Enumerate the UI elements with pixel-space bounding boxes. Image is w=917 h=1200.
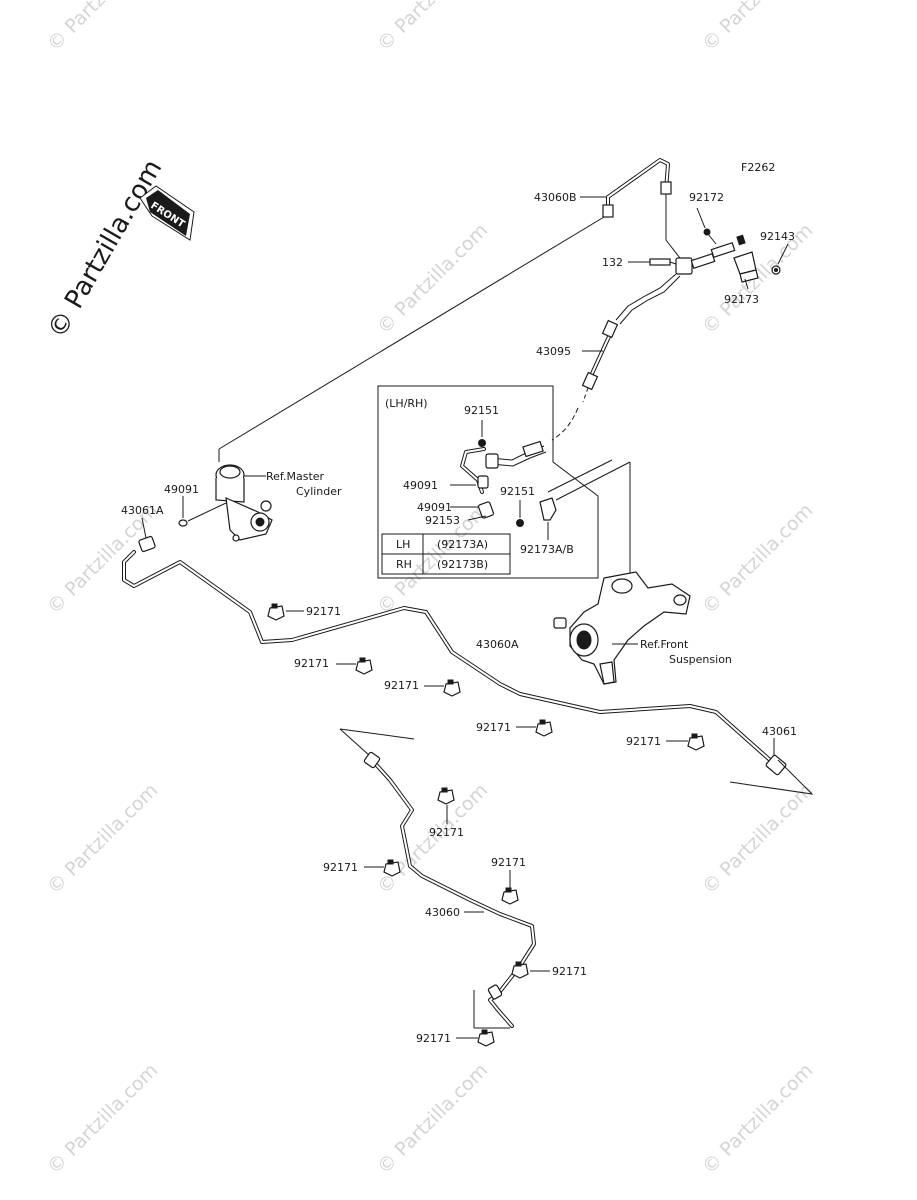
label-92171-j: 92171 [416, 1032, 451, 1045]
label-ref-master-2: Cylinder [296, 485, 342, 498]
clamp-icon [355, 657, 373, 675]
table-row-rh-side: RH [396, 558, 412, 571]
diagram-code: F2262 [741, 161, 775, 174]
watermark: © Partzilla.com [43, 499, 162, 618]
clamp-icon [437, 787, 455, 805]
pipe-fitting [660, 181, 672, 195]
label-92171-i: 92171 [552, 965, 587, 978]
fitting-43061 [765, 754, 787, 776]
label-ref-master-1: Ref.Master [266, 470, 325, 483]
label-92151-right: 92151 [500, 485, 535, 498]
label-92173: 92173 [724, 293, 759, 306]
watermark: © Partzilla.com [698, 499, 817, 618]
washer-49091 [178, 519, 188, 527]
watermark: © Partzilla.com [698, 1059, 817, 1178]
label-92171-g: 92171 [323, 861, 358, 874]
label-49091-inset-b: 49091 [417, 501, 452, 514]
clamp-icon [501, 887, 519, 905]
label-92153: 92153 [425, 514, 460, 527]
label-43061: 43061 [762, 725, 797, 738]
clamp-icon [267, 603, 285, 621]
front-suspension-knuckle [553, 571, 691, 685]
label-92171-b: 92171 [294, 657, 329, 670]
table-row-lh-side: LH [396, 538, 410, 551]
label-132: 132 [602, 256, 623, 269]
bolt-92172 [703, 228, 711, 236]
table-row-lh-part: (92173A) [437, 538, 488, 551]
brand-watermark: © Partzilla.com [42, 155, 168, 344]
inset-title: (LH/RH) [385, 397, 428, 410]
label-92171-e: 92171 [626, 735, 661, 748]
watermark: © Partzilla.com [698, 219, 817, 338]
bolt-92151 [478, 439, 486, 447]
label-92171-h: 92171 [491, 856, 526, 869]
watermark: © Partzilla.com [698, 779, 817, 898]
clamp-icon [443, 679, 461, 697]
clamp-icon [383, 859, 401, 877]
label-92173ab: 92173A/B [520, 543, 574, 556]
label-92171-a: 92171 [306, 605, 341, 618]
pipe-fitting [602, 204, 614, 218]
table-row-rh-part: (92173B) [437, 558, 488, 571]
clamp-icon [477, 1029, 495, 1047]
bracket-92173 [733, 251, 759, 283]
label-92151-top: 92151 [464, 404, 499, 417]
label-92172: 92172 [689, 191, 724, 204]
label-92171-c: 92171 [384, 679, 419, 692]
label-43095: 43095 [536, 345, 571, 358]
label-49091-left: 49091 [164, 483, 199, 496]
watermark: © Partzilla.com [43, 1059, 162, 1178]
label-92171-d: 92171 [476, 721, 511, 734]
fitting-43061a [138, 535, 156, 553]
clamp-icon [511, 961, 529, 979]
lh-rh-inset: (LH/RH) 92151 49091 92151 49091 92153 92… [377, 385, 599, 579]
label-43061a: 43061A [121, 504, 164, 517]
watermark: © Partzilla.com [43, 0, 162, 56]
watermark: © Partzilla.com [698, 0, 817, 56]
watermark: © Partzilla.com [43, 779, 162, 898]
watermark: © Partzilla.com [373, 0, 492, 56]
master-cylinder [215, 464, 273, 542]
label-92171-f: 92171 [429, 826, 464, 839]
front-arrow-icon: FRONT [139, 185, 195, 241]
label-43060: 43060 [425, 906, 460, 919]
bolt-92151b [516, 519, 524, 527]
label-ref-front-1: Ref.Front [640, 638, 689, 651]
label-49091-inset-a: 49091 [403, 479, 438, 492]
brake-joint-block [649, 234, 746, 275]
label-ref-front-2: Suspension [669, 653, 732, 666]
clamp-icon [535, 719, 553, 737]
side-part-table: LH (92173A) RH (92173B) [381, 533, 511, 575]
label-43060b: 43060B [534, 191, 577, 204]
label-92143: 92143 [760, 230, 795, 243]
clamp-icon [687, 733, 705, 751]
watermark: © Partzilla.com [373, 1059, 492, 1178]
label-43060a: 43060A [476, 638, 519, 651]
